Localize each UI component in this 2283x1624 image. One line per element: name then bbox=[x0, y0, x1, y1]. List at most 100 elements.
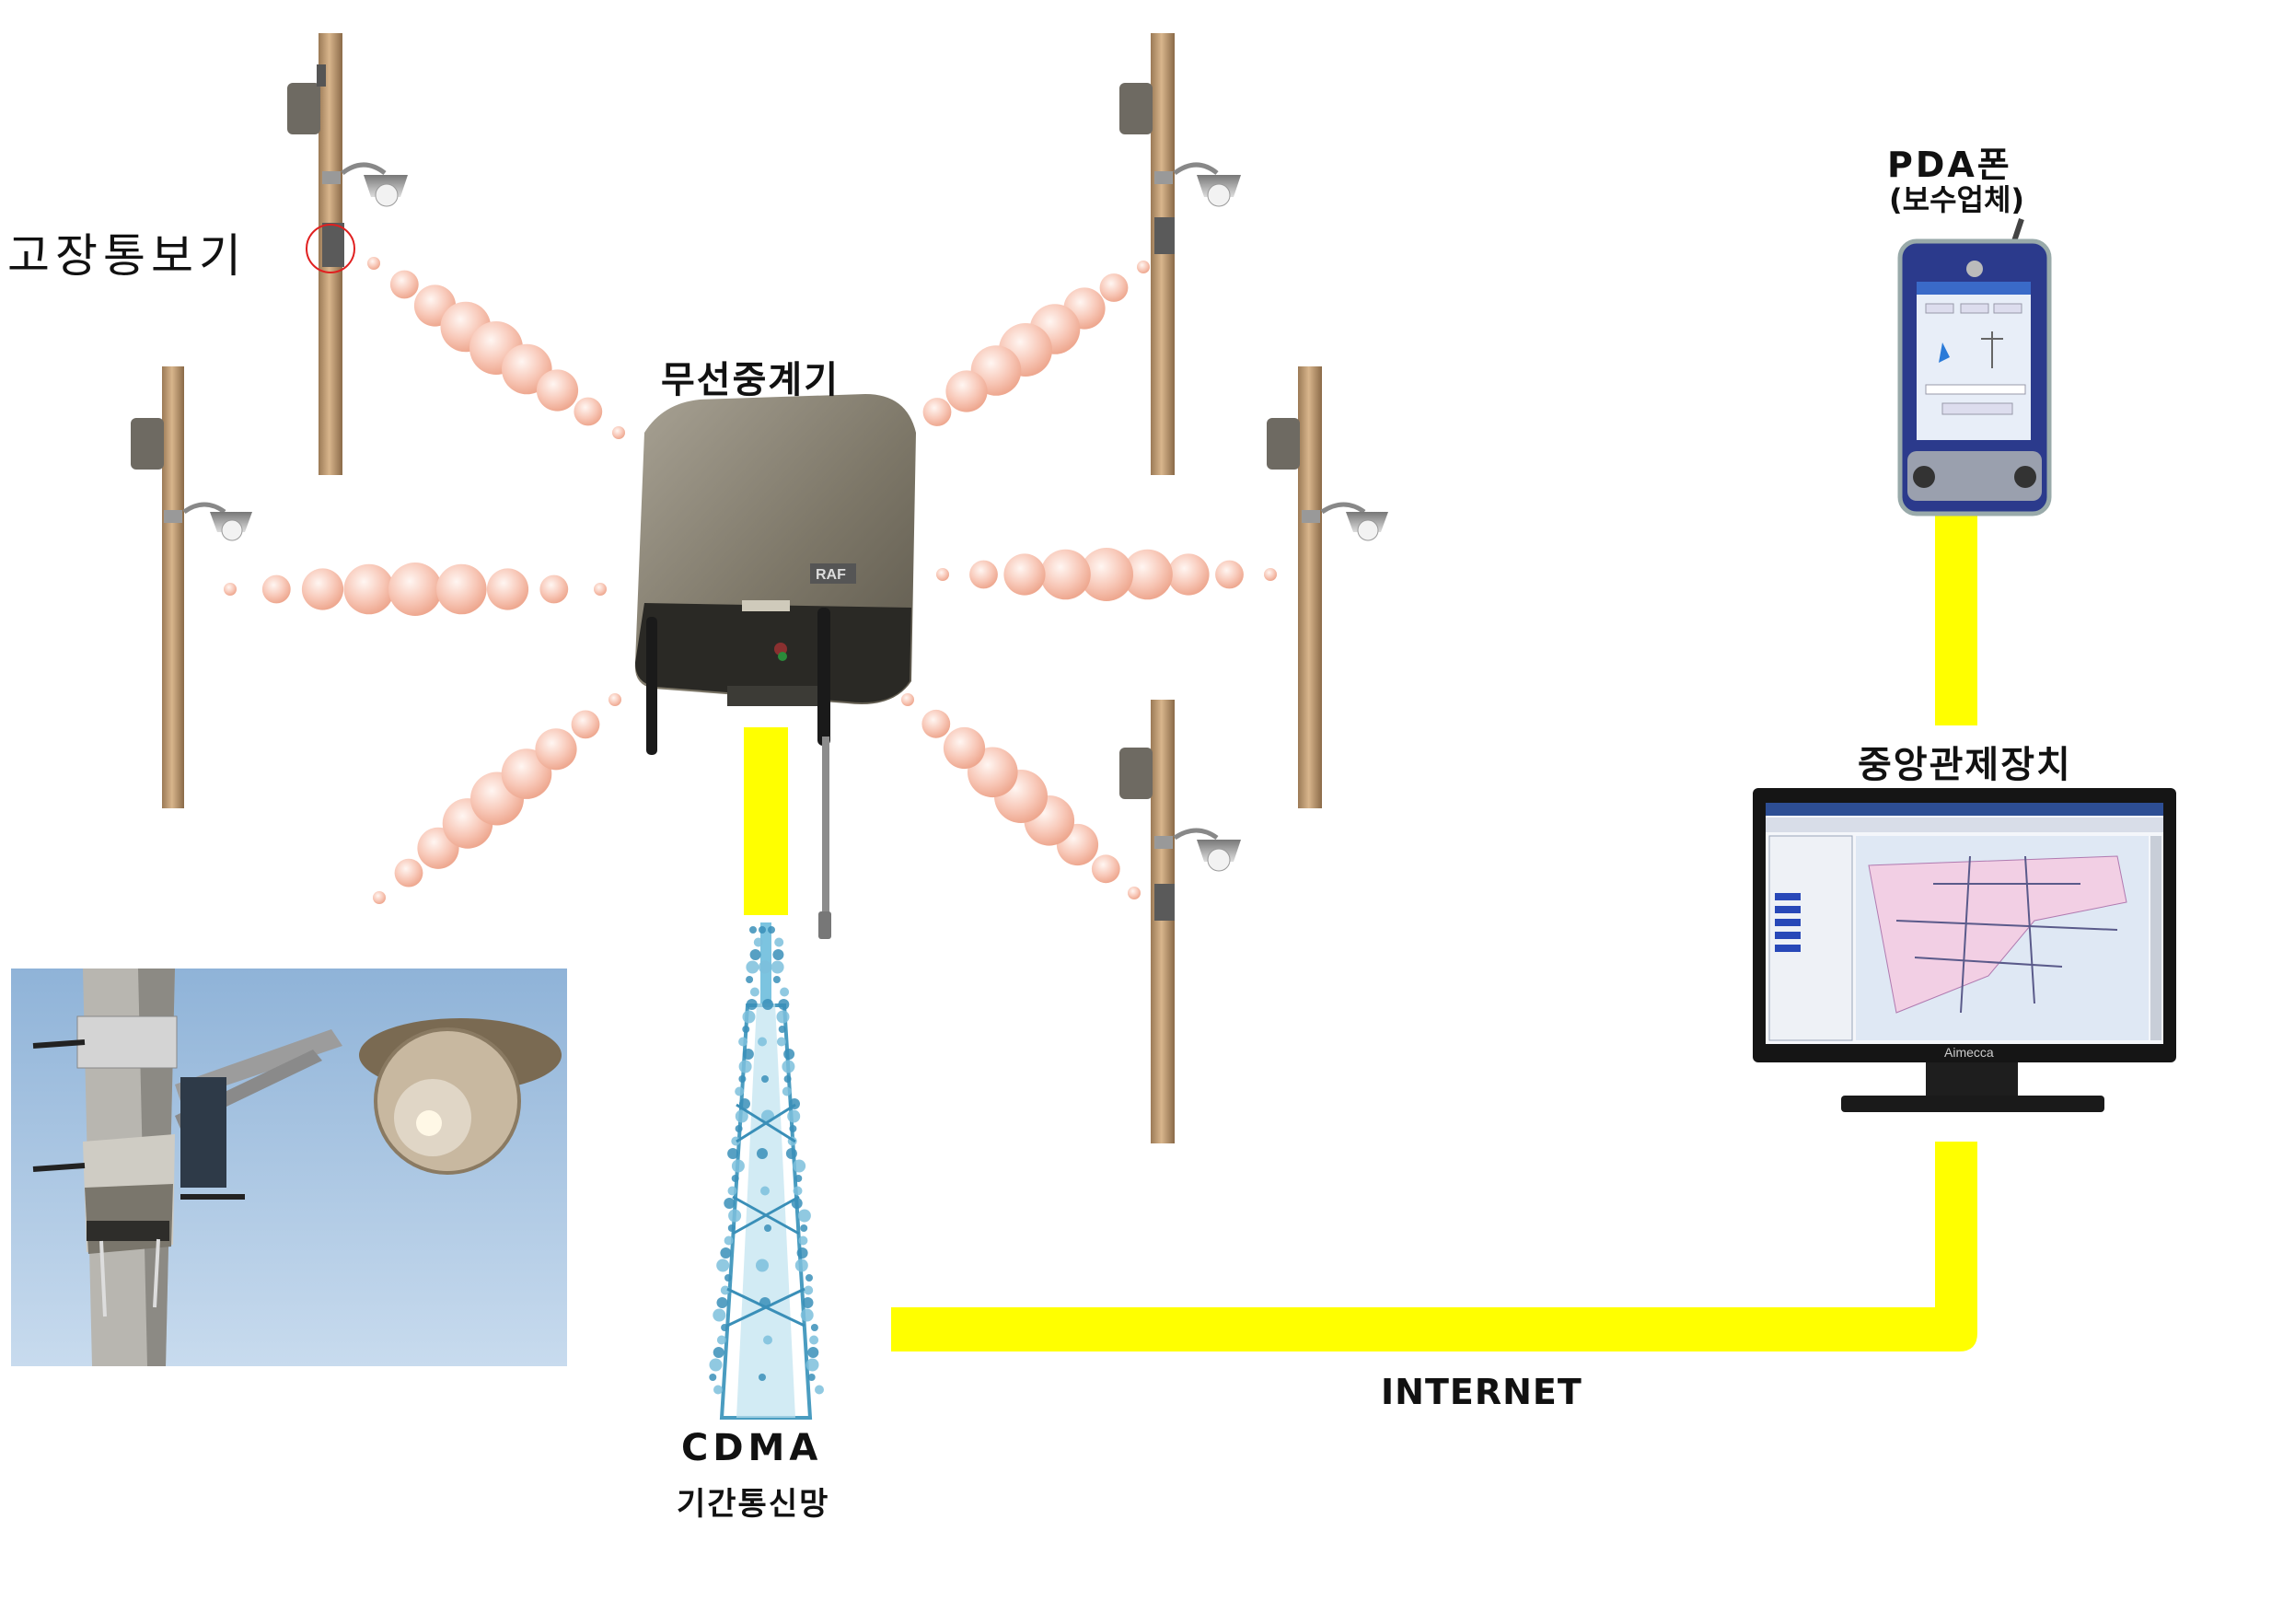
tower-antenna-dish bbox=[794, 1175, 803, 1182]
signal-bubble bbox=[1137, 261, 1150, 273]
signal-bubble bbox=[901, 693, 914, 706]
tower-antenna-dish bbox=[780, 987, 790, 997]
signal-bubble bbox=[1080, 548, 1133, 601]
signal-bubble bbox=[1091, 854, 1120, 884]
tower-antenna-dish bbox=[724, 1198, 736, 1209]
central-control-label: 중앙관제장치 bbox=[1858, 744, 2072, 786]
tower-antenna-dish bbox=[758, 1037, 767, 1047]
tower-antenna-dish bbox=[713, 1308, 726, 1322]
tower-antenna-dish bbox=[774, 937, 784, 947]
signal-bubble bbox=[261, 574, 291, 604]
tower-antenna-dish bbox=[735, 1125, 743, 1132]
fault-notifier-marker bbox=[306, 224, 355, 273]
signal-bubble bbox=[945, 370, 988, 412]
tower-antenna-dish bbox=[738, 1037, 748, 1047]
tower-antenna-dish bbox=[749, 949, 761, 960]
signal-bubble bbox=[1003, 553, 1046, 596]
tower-antenna-dish bbox=[763, 1335, 772, 1345]
signal-bubble bbox=[224, 583, 237, 596]
tower-antenna-dish bbox=[716, 1335, 726, 1345]
signal-bubble bbox=[1122, 549, 1173, 600]
pda-phone-icon bbox=[1897, 218, 2052, 516]
tower-antenna-dish bbox=[762, 999, 773, 1010]
tower-antenna-dish bbox=[746, 960, 759, 974]
signal-bubble bbox=[612, 426, 625, 439]
signal-bubble bbox=[1167, 553, 1210, 596]
signal-bubble bbox=[394, 858, 423, 887]
tower-antenna-dish bbox=[742, 1049, 754, 1060]
tower-antenna-dish bbox=[807, 1374, 816, 1381]
tower-antenna-dish bbox=[713, 1385, 723, 1395]
cdma-tower-icon bbox=[709, 922, 824, 1420]
signal-bubble bbox=[1099, 273, 1129, 302]
tower-antenna-dish bbox=[731, 1159, 745, 1173]
backbone-network-label: 기간통신망 bbox=[677, 1486, 830, 1523]
signal-bubble bbox=[1215, 560, 1244, 589]
tower-antenna-dish bbox=[727, 1186, 737, 1196]
tower-antenna-dish bbox=[731, 1136, 741, 1146]
utility-pole-icon bbox=[287, 33, 408, 475]
tower-antenna-dish bbox=[778, 1026, 786, 1033]
tower-antenna-dish bbox=[772, 949, 784, 960]
tower-antenna-dish bbox=[764, 1224, 771, 1232]
tower-antenna-dish bbox=[742, 1026, 750, 1033]
tower-antenna-dish bbox=[798, 1235, 808, 1246]
tower-antenna-dish bbox=[727, 1148, 739, 1159]
tower-antenna-dish bbox=[789, 1125, 797, 1132]
tower-antenna-dish bbox=[724, 1274, 732, 1282]
signal-bubble bbox=[922, 398, 952, 426]
communication-links bbox=[744, 512, 1977, 1351]
tower-antenna-dish bbox=[804, 1285, 814, 1295]
monitor-brand: Aimecca bbox=[1944, 1045, 1994, 1060]
tower-antenna-dish bbox=[772, 976, 781, 983]
tower-antenna-dish bbox=[709, 1358, 723, 1372]
tower-antenna-dish bbox=[805, 1274, 813, 1282]
tower-antenna-dish bbox=[782, 1086, 792, 1096]
tower-antenna-dish bbox=[727, 1224, 736, 1232]
signal-bubble bbox=[486, 568, 529, 610]
tower-antenna-dish bbox=[735, 1109, 748, 1123]
tower-antenna-dish bbox=[783, 1075, 792, 1083]
signal-bubble bbox=[1128, 887, 1141, 899]
signal-bubble bbox=[343, 563, 395, 615]
signal-bubble bbox=[536, 369, 579, 412]
tower-antenna-dish bbox=[749, 987, 759, 997]
tower-antenna-dish bbox=[720, 1247, 732, 1259]
tower-antenna-dish bbox=[721, 1324, 729, 1331]
tower-antenna-dish bbox=[735, 1086, 745, 1096]
signal-bubble bbox=[608, 693, 621, 706]
signal-bubble bbox=[388, 563, 442, 616]
utility-pole-icon bbox=[1267, 366, 1388, 808]
signal-bubble bbox=[943, 726, 986, 770]
tower-antenna-dish bbox=[782, 1060, 795, 1073]
tower-antenna-dish bbox=[785, 1148, 797, 1159]
installed-repeater-photo bbox=[11, 969, 567, 1366]
tower-antenna-dish bbox=[778, 999, 790, 1010]
tower-antenna-dish bbox=[761, 1075, 769, 1083]
tower-antenna-dish bbox=[756, 1259, 769, 1272]
tower-antenna-dish bbox=[738, 1060, 752, 1073]
tower-antenna-dish bbox=[757, 1148, 768, 1159]
signal-bubble bbox=[969, 560, 998, 589]
tower-antenna-dish bbox=[783, 1049, 795, 1060]
tower-antenna-dish bbox=[709, 1374, 717, 1381]
signal-bubble bbox=[301, 568, 344, 610]
tower-antenna-dish bbox=[787, 1109, 801, 1123]
signal-bubble bbox=[1264, 568, 1277, 581]
signal-bubble bbox=[574, 397, 603, 426]
tower-antenna-dish bbox=[720, 1285, 730, 1295]
tower-antenna-dish bbox=[728, 1209, 742, 1223]
tower-antenna-dish bbox=[797, 1209, 811, 1223]
wireless-signal-waves bbox=[224, 257, 1277, 904]
wireless-repeater-label: 무선중계기 bbox=[661, 359, 840, 401]
signal-bubble bbox=[535, 728, 577, 771]
monitor-icon: Aimecca bbox=[1753, 788, 2176, 1112]
signal-bubble bbox=[1040, 549, 1091, 600]
tower-antenna-dish bbox=[759, 926, 766, 934]
fault-notifier-label: 고장통보기 bbox=[7, 229, 247, 283]
wireless-repeater-icon: RAF bbox=[634, 394, 916, 939]
tower-antenna-dish bbox=[768, 926, 775, 934]
tower-antenna-dish bbox=[760, 1186, 770, 1196]
tower-antenna-dish bbox=[810, 1324, 818, 1331]
